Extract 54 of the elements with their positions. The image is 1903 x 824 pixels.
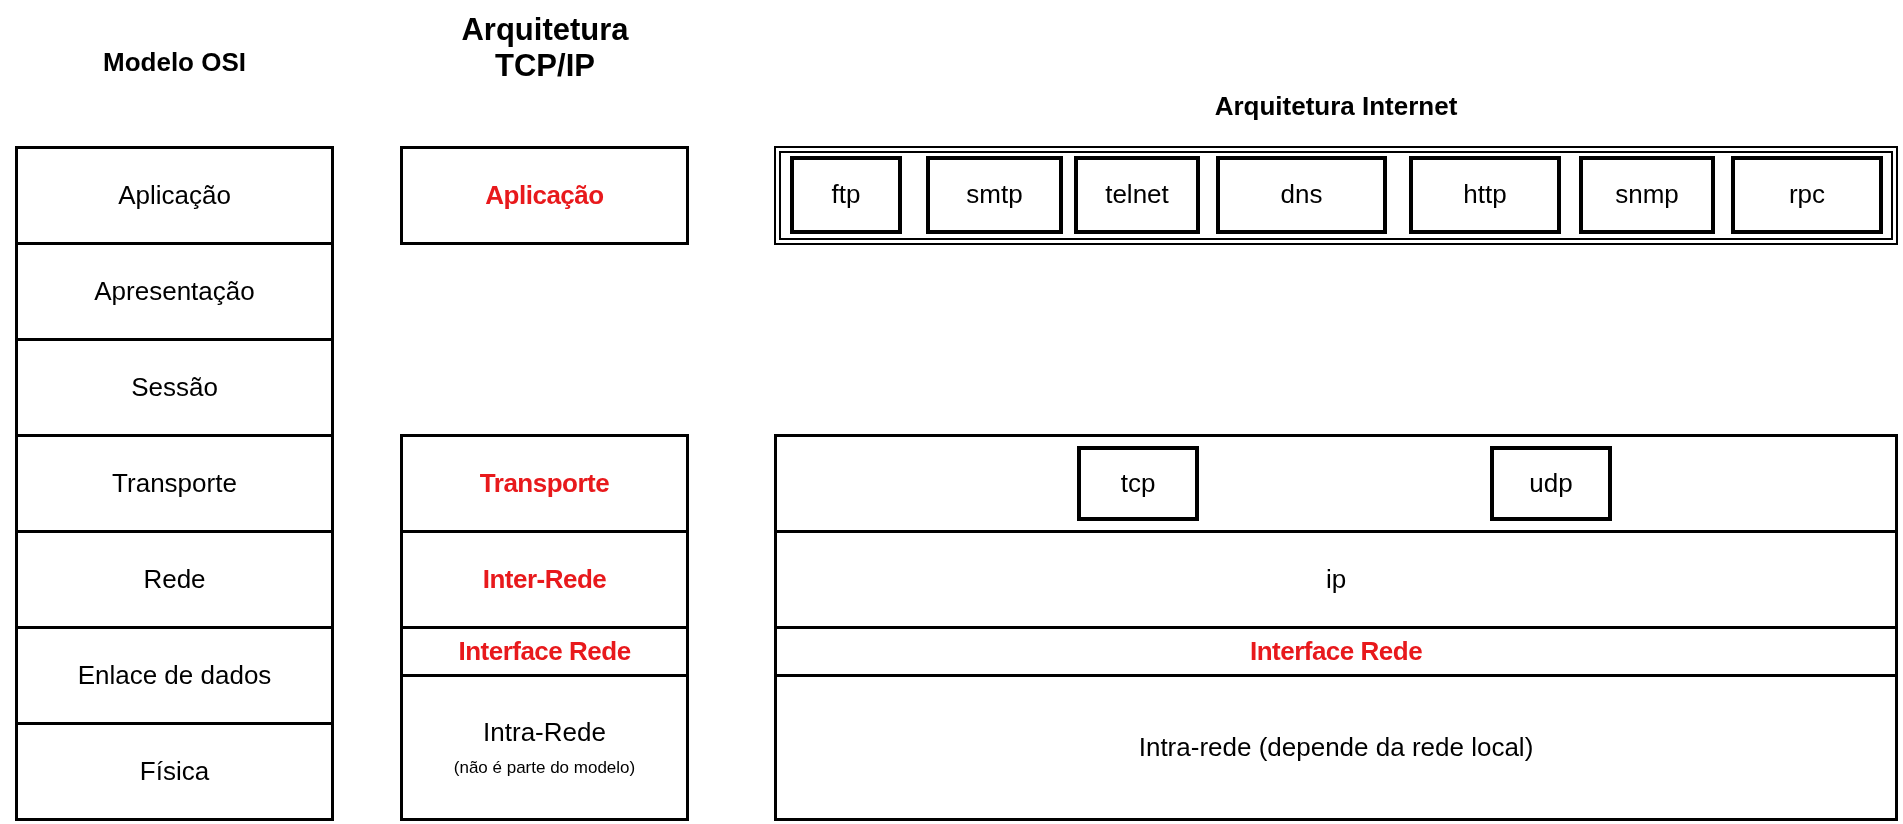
- layer-label: udp: [1529, 467, 1573, 500]
- layer-box: [15, 338, 334, 437]
- layer-box: [774, 530, 1898, 629]
- layer-label: Transporte: [479, 467, 610, 500]
- layer-box: [400, 626, 689, 677]
- protocol-box: [1490, 446, 1612, 521]
- layer-box: [400, 146, 689, 245]
- protocol-box: [1077, 446, 1199, 521]
- layer-box: [15, 722, 334, 821]
- layer-box: [15, 626, 334, 725]
- layer-box: [15, 434, 334, 533]
- layer-box: [774, 674, 1898, 821]
- layer-label: Rede: [143, 563, 206, 596]
- layer-label: ftp: [831, 179, 861, 211]
- layer-label: Aplicação: [485, 179, 604, 212]
- layer-label: rpc: [1788, 179, 1826, 211]
- layer-box: [15, 242, 334, 341]
- protocol-box: [1731, 156, 1883, 234]
- layer-label: Intra-Rede: [483, 716, 606, 748]
- protocol-box: [1074, 156, 1200, 234]
- layer-label: Física: [139, 755, 210, 788]
- layer-label: Interface Rede: [458, 635, 631, 668]
- layer-label: Transporte: [112, 467, 237, 500]
- protocol-box: [926, 156, 1063, 234]
- protocol-box: [790, 156, 902, 234]
- layer-group-box: [774, 146, 1898, 245]
- layer-label: tcp: [1120, 467, 1156, 500]
- layer-label: Inter-Rede: [482, 563, 607, 596]
- layer-box: [15, 530, 334, 629]
- column-title: Arquitetura Internet: [1213, 92, 1459, 122]
- layer-label: Aplicação: [118, 179, 231, 212]
- layer-box: [400, 674, 689, 821]
- layer-label: Intra-rede (depende da rede local): [1138, 731, 1534, 764]
- protocol-box: [1409, 156, 1561, 234]
- layer-label: Enlace de dados: [77, 659, 272, 692]
- layer-label: http: [1463, 179, 1507, 211]
- layer-box: [400, 530, 689, 629]
- column-title: Arquitetura TCP/IP: [460, 12, 630, 84]
- layer-label: dns: [1280, 179, 1323, 211]
- layer-label: ip: [1325, 563, 1347, 596]
- layer-box: [400, 434, 689, 533]
- protocol-box: [1216, 156, 1387, 234]
- layer-label: Apresentação: [94, 275, 255, 308]
- layer-box: [774, 626, 1898, 677]
- layer-label: snmp: [1615, 179, 1679, 211]
- layer-label: Interface Rede: [1249, 635, 1423, 668]
- layer-label: smtp: [966, 179, 1023, 211]
- column-title: Modelo OSI: [102, 48, 247, 78]
- protocol-box: [1579, 156, 1715, 234]
- layer-group-box: [774, 434, 1898, 533]
- layer-note: (não é parte do modelo): [453, 757, 636, 779]
- layer-label: telnet: [1105, 179, 1169, 211]
- layer-label: Sessão: [131, 371, 218, 404]
- layer-box: [15, 146, 334, 245]
